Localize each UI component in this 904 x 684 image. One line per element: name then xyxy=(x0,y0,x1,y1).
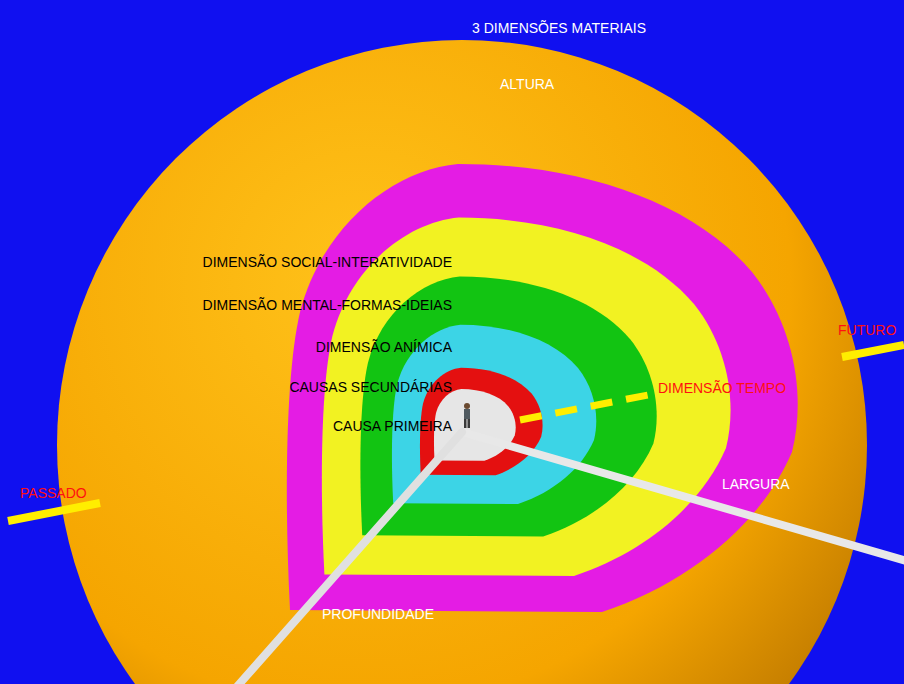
depth-axis xyxy=(234,432,462,684)
axis-label: CAUSA PRIMEIRA xyxy=(333,418,452,434)
axis-label: FUTURO xyxy=(838,322,896,338)
time-axis-inner xyxy=(520,395,648,420)
width-axis xyxy=(462,432,904,562)
height-axis xyxy=(458,0,466,432)
axis-label: CAUSAS SECUNDÁRIAS xyxy=(289,379,452,395)
axis-label: DIMENSÃO TEMPO xyxy=(658,380,786,396)
axis-label: PASSADO xyxy=(20,485,87,501)
time-axis-future xyxy=(842,345,904,357)
axis-label: DIMENSÃO MENTAL-FORMAS-IDEIAS xyxy=(203,297,452,313)
human-figure xyxy=(464,403,470,428)
axis-label: LARGURA xyxy=(722,476,790,492)
axis-label: PROFUNDIDADE xyxy=(322,606,434,622)
time-axis-past xyxy=(8,503,100,521)
axis-label: 3 DIMENSÕES MATERIAIS xyxy=(472,20,646,36)
axis-label: DIMENSÃO SOCIAL-INTERATIVIDADE xyxy=(203,254,452,270)
axis-label: DIMENSÃO ANÍMICA xyxy=(316,339,452,355)
axis-label: ALTURA xyxy=(500,76,554,92)
